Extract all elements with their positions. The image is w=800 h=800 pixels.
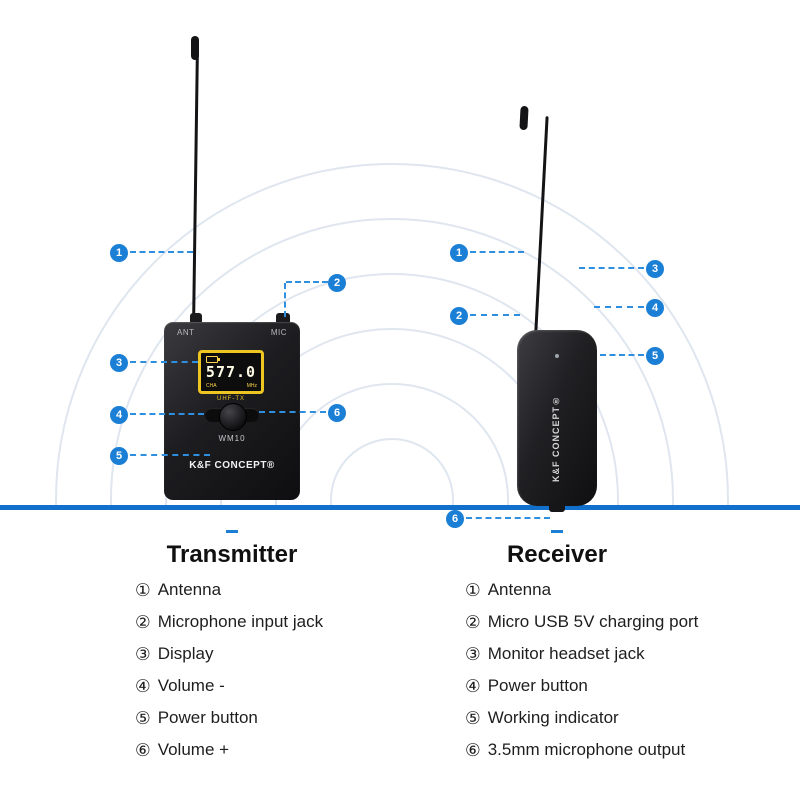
callout-badge-transmitter-1: 1 [110,244,128,262]
callout-line-t4 [130,413,204,415]
item-label: Antenna [157,580,222,599]
receiver-body: K&F CONCEPT® [517,330,597,506]
callout-line-r6 [466,517,550,519]
list-item: ⑤ Working indicator [465,702,698,734]
item-label: Microphone input jack [157,612,324,631]
item-label: Micro USB 5V charging port [487,612,699,631]
callout-badge-receiver-6: 6 [446,510,464,528]
receiver-heading: Receiver [506,541,608,568]
list-item: ⑤ Power button [135,702,323,734]
callout-line-t5 [130,454,210,456]
receiver-feature-list: ① Antenna ② Micro USB 5V charging port ③… [465,574,698,766]
item-number: ⑤ [465,707,481,728]
item-label: Volume + [157,740,230,759]
callout-line-r5 [600,354,644,356]
divider-line [0,505,800,510]
ant-label: ANT [177,328,195,337]
list-item: ③ Monitor headset jack [465,638,698,670]
item-number: ① [135,579,151,600]
mhz-label: MHz [246,383,257,389]
transmitter-display: 577.0 CHA MHz [198,350,264,394]
callout-line-t1 [130,251,193,253]
callout-badge-transmitter-3: 3 [110,354,128,372]
item-number: ④ [465,675,481,696]
band-label: UHF-TX [217,396,245,402]
item-number: ② [135,611,151,632]
callout-line-t6 [259,411,326,413]
list-item: ④ Power button [465,670,698,702]
battery-icon [206,356,220,363]
item-label: Power button [487,676,588,695]
item-label: Working indicator [487,708,619,727]
item-number: ① [465,579,481,600]
transmitter-antenna-base [190,313,202,323]
callout-line-t2v [284,283,286,317]
callout-badge-receiver-4: 4 [646,299,664,317]
callout-badge-receiver-5: 5 [646,347,664,365]
transmitter-tick [226,530,238,533]
working-indicator-led [555,354,559,358]
item-number: ② [465,611,481,632]
mic-label: MIC [270,328,287,337]
item-number: ⑤ [135,707,151,728]
list-item: ① Antenna [135,574,323,606]
list-item: ③ Display [135,638,323,670]
list-item: ② Micro USB 5V charging port [465,606,698,638]
callout-line-r3 [579,267,644,269]
item-label: Monitor headset jack [487,644,645,663]
callout-badge-receiver-3: 3 [646,260,664,278]
model-label: WM10 [218,434,246,443]
item-number: ④ [135,675,151,696]
item-label: Display [157,644,214,663]
transmitter-body: ANT MIC 577.0 CHA MHz UHF-TX WM10 K&F CO… [164,322,300,500]
list-item: ⑥ Volume + [135,734,323,766]
transmitter-feature-list: ① Antenna ② Microphone input jack ③ Disp… [135,574,323,766]
callout-line-r4 [594,306,644,308]
list-item: ⑥ 3.5mm microphone output [465,734,698,766]
receiver-antenna-tip [519,105,529,131]
brand-logo-vertical: K&F CONCEPT® [551,395,561,482]
list-item: ② Microphone input jack [135,606,323,638]
brand-logo: K&F CONCEPT® [189,460,275,471]
item-label: Volume - [157,676,225,695]
mic-input-jack [276,313,290,323]
item-number: ③ [465,643,481,664]
callout-badge-transmitter-4: 4 [110,406,128,424]
channel-label: CHA [206,383,217,389]
callout-line-r2 [470,314,520,316]
item-number: ⑥ [135,739,151,760]
callout-line-r1 [470,251,524,253]
item-label: Power button [157,708,258,727]
item-label: Antenna [487,580,552,599]
callout-badge-transmitter-5: 5 [110,447,128,465]
power-button[interactable] [219,403,247,431]
callout-line-t3 [130,361,198,363]
callout-line-t2h [286,281,328,283]
item-number: ⑥ [465,739,481,760]
callout-badge-receiver-1: 1 [450,244,468,262]
microphone-output-port [549,503,565,512]
frequency-readout: 577.0 [205,363,257,381]
list-item: ④ Volume - [135,670,323,702]
item-label: 3.5mm microphone output [487,740,686,759]
callout-badge-transmitter-2: 2 [328,274,346,292]
list-item: ① Antenna [465,574,698,606]
transmitter-heading: Transmitter [166,541,298,568]
callout-badge-receiver-2: 2 [450,307,468,325]
callout-badge-transmitter-6: 6 [328,404,346,422]
receiver-tick [551,530,563,533]
item-number: ③ [135,643,151,664]
